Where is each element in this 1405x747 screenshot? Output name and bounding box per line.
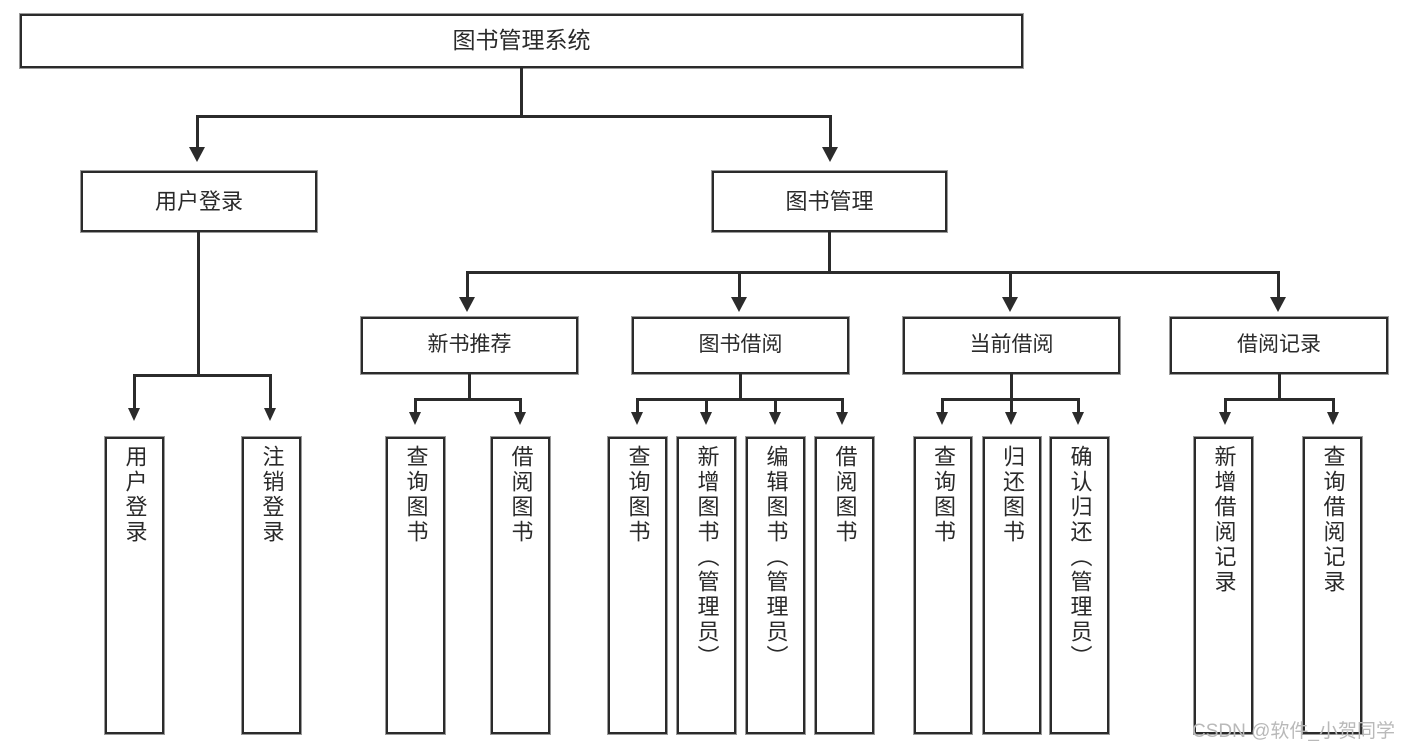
node-book-borrow[interactable]: 图书借阅 (632, 317, 849, 374)
arrowhead-leaf-edit-book (769, 412, 781, 425)
node-borrow-record[interactable]: 借阅记录 (1170, 317, 1388, 374)
connector-nbr-child-1 (414, 398, 417, 412)
connector-cb-child-1 (941, 398, 944, 412)
node-label: 图书管理系统 (452, 27, 591, 54)
leaf-query-book-2[interactable]: 查询图书 (608, 437, 667, 734)
node-label: 新书推荐 (427, 333, 512, 357)
connector-nbr-stem (468, 374, 471, 400)
arrowhead-new-book-recommend (459, 297, 475, 312)
node-new-book-recommend[interactable]: 新书推荐 (361, 317, 578, 374)
arrowhead-leaf-query-book-1 (409, 412, 421, 425)
leaf-logout-login[interactable]: 注销登录 (242, 437, 301, 734)
leaf-label: 注销登录 (259, 445, 285, 545)
leaf-label: 查询借阅记录 (1320, 445, 1346, 595)
connector-bm-child-3 (1009, 271, 1012, 297)
leaf-return-book[interactable]: 归还图书 (983, 437, 1041, 734)
connector-bm-child-4 (1277, 271, 1280, 297)
connector-br-stem (1278, 374, 1281, 400)
node-label: 借阅记录 (1237, 333, 1321, 357)
connector-book-management-stem (828, 232, 831, 273)
csdn-watermark: CSDN @软件_小贺同学 (1192, 721, 1395, 742)
connector-bm-child-2 (738, 271, 741, 297)
leaf-label: 归还图书 (999, 445, 1025, 545)
leaf-label: 用户登录 (122, 445, 148, 545)
leaf-edit-book[interactable]: 编辑图书（管理员） (746, 437, 805, 734)
connector-bb-child-1 (636, 398, 639, 412)
connector-user-login-child-2 (269, 374, 272, 408)
node-user-login[interactable]: 用户登录 (81, 171, 317, 232)
connector-user-login-stem (197, 232, 200, 377)
connector-bb-child-4 (841, 398, 844, 412)
leaf-query-book-3[interactable]: 查询图书 (914, 437, 972, 734)
leaf-borrow-book-2[interactable]: 借阅图书 (815, 437, 874, 734)
leaf-borrow-book-1[interactable]: 借阅图书 (491, 437, 550, 734)
arrowhead-leaf-return-book (1005, 412, 1017, 425)
leaf-label: 查询图书 (930, 445, 956, 545)
node-root-system[interactable]: 图书管理系统 (20, 14, 1023, 68)
connector-bb-child-2 (705, 398, 708, 412)
connector-cb-child-2 (1010, 398, 1013, 412)
node-label: 当前借阅 (969, 333, 1054, 357)
connector-nbr-child-2 (519, 398, 522, 412)
arrowhead-book-management (822, 147, 838, 162)
connector-user-login-bus (133, 374, 269, 377)
arrowhead-leaf-add-record (1219, 412, 1231, 425)
connector-bm-child-1 (466, 271, 469, 297)
arrowhead-leaf-query-book-3 (936, 412, 948, 425)
arrowhead-borrow-record (1270, 297, 1286, 312)
leaf-add-book[interactable]: 新增图书（管理员） (677, 437, 736, 734)
leaf-query-record[interactable]: 查询借阅记录 (1303, 437, 1362, 734)
node-current-borrow[interactable]: 当前借阅 (903, 317, 1120, 374)
connector-nbr-bus (414, 398, 522, 401)
arrowhead-leaf-add-book (700, 412, 712, 425)
arrowhead-leaf-confirm-return (1072, 412, 1084, 425)
arrowhead-leaf-query-record (1327, 412, 1339, 425)
node-label: 用户登录 (154, 188, 243, 214)
connector-br-child-1 (1224, 398, 1227, 412)
arrowhead-leaf-logout-login (264, 408, 276, 421)
leaf-user-login[interactable]: 用户登录 (105, 437, 164, 734)
connector-bb-bus (636, 398, 844, 401)
leaf-add-record[interactable]: 新增借阅记录 (1194, 437, 1253, 734)
arrowhead-current-borrow (1002, 297, 1018, 312)
connector-root-stem (520, 68, 523, 117)
leaf-label: 编辑图书（管理员） (763, 445, 789, 670)
arrowhead-leaf-query-book-2 (631, 412, 643, 425)
node-label: 图书管理 (785, 188, 874, 214)
node-label: 图书借阅 (698, 333, 783, 357)
leaf-label: 确认归还（管理员） (1067, 445, 1093, 670)
arrowhead-leaf-user-login (128, 408, 140, 421)
arrowhead-user-login (189, 147, 205, 162)
leaf-label: 借阅图书 (832, 445, 858, 545)
connector-br-bus (1224, 398, 1335, 401)
connector-user-login-child-1 (133, 374, 136, 408)
connector-bb-stem (739, 374, 742, 400)
leaf-label: 查询图书 (625, 445, 651, 545)
connector-bb-child-3 (774, 398, 777, 412)
leaf-confirm-return[interactable]: 确认归还（管理员） (1050, 437, 1109, 734)
connector-to-user-login (196, 115, 199, 147)
arrowhead-book-borrow (731, 297, 747, 312)
node-book-management[interactable]: 图书管理 (712, 171, 947, 232)
connector-br-child-2 (1332, 398, 1335, 412)
connector-root-bus (196, 115, 832, 118)
leaf-label: 借阅图书 (508, 445, 534, 545)
leaf-label: 新增图书（管理员） (694, 445, 720, 670)
arrowhead-leaf-borrow-book-1 (514, 412, 526, 425)
leaf-label: 查询图书 (403, 445, 429, 545)
connector-book-management-bus (466, 271, 1280, 274)
connector-cb-child-3 (1077, 398, 1080, 412)
leaf-label: 新增借阅记录 (1211, 445, 1237, 595)
leaf-query-book-1[interactable]: 查询图书 (386, 437, 445, 734)
connector-cb-stem (1010, 374, 1013, 400)
arrowhead-leaf-borrow-book-2 (836, 412, 848, 425)
connector-to-book-management (829, 115, 832, 147)
